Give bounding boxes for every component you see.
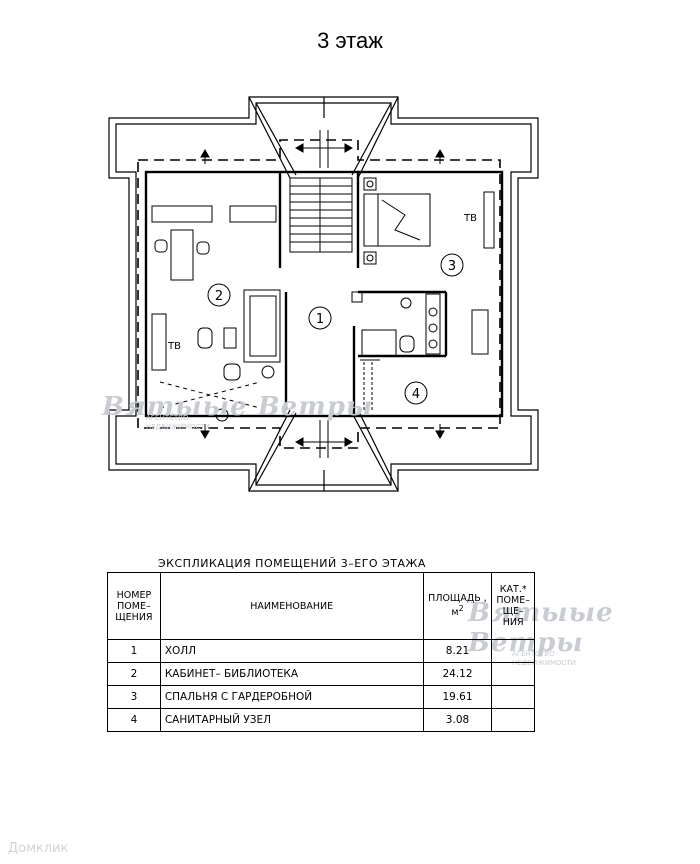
row-number: 3 [107, 685, 161, 709]
row-name: ХОЛЛ [159, 639, 424, 663]
row-area: 19.61 [422, 685, 493, 709]
table-header-row: НОМЕР ПОМЕ– ЩЕНИЯ НАИМЕНОВАНИЕ ПЛОЩАДЬ ,… [107, 572, 535, 640]
dormer-arrows [200, 130, 445, 458]
header-number: НОМЕР ПОМЕ– ЩЕНИЯ [107, 572, 161, 640]
row-category [491, 662, 535, 686]
floor-plan: 1 2 3 4 ТВ ТВ [108, 96, 539, 492]
row-number: 1 [107, 639, 161, 663]
table-row: 4 САНИТАРНЫЙ УЗЕЛ 3.08 [107, 708, 535, 732]
header-area: ПЛОЩАДЬ , м2 [422, 572, 493, 640]
table-row: 3 СПАЛЬНЯ С ГАРДЕРОБНОЙ 19.61 [107, 685, 535, 709]
room-number-4: 4 [412, 387, 420, 402]
tv-label-bedroom: ТВ [463, 213, 477, 224]
row-area: 3.08 [422, 708, 493, 732]
row-category [491, 708, 535, 732]
room-number-1: 1 [316, 312, 324, 327]
tv-label-study: ТВ [167, 341, 181, 352]
staircase [289, 177, 353, 253]
row-area: 24.12 [422, 662, 493, 686]
explication-title: ЭКСПЛИКАЦИЯ ПОМЕЩЕНИЙ 3–ЕГО ЭТАЖА [158, 557, 426, 570]
room-number-3: 3 [448, 259, 456, 274]
row-number: 4 [107, 708, 161, 732]
page-title: 3 этаж [317, 28, 383, 53]
roof-outline [108, 96, 539, 492]
table-row: 1 ХОЛЛ 8.21 [107, 639, 535, 663]
row-name: САНИТАРНЫЙ УЗЕЛ [159, 708, 424, 732]
study-furniture [151, 205, 281, 422]
row-name: КАБИНЕТ– БИБЛИОТЕКА [159, 662, 424, 686]
footer-watermark: Домклик [8, 841, 69, 856]
row-category [491, 685, 535, 709]
bedroom-furniture [351, 177, 495, 410]
dashed-roofline [137, 139, 501, 449]
walls [144, 170, 504, 418]
room-number-2: 2 [215, 289, 223, 304]
header-name: НАИМЕНОВАНИЕ [159, 572, 424, 640]
header-category: КАТ.* ПОМЕ– ЩЕ– НИЯ [491, 572, 535, 640]
row-area: 8.21 [422, 639, 493, 663]
room-markers: 1 2 3 4 [207, 253, 464, 405]
row-name: СПАЛЬНЯ С ГАРДЕРОБНОЙ [159, 685, 424, 709]
explication-table: НОМЕР ПОМЕ– ЩЕНИЯ НАИМЕНОВАНИЕ ПЛОЩАДЬ ,… [107, 572, 535, 732]
table-row: 2 КАБИНЕТ– БИБЛИОТЕКА 24.12 [107, 662, 535, 686]
row-number: 2 [107, 662, 161, 686]
row-category [491, 639, 535, 663]
